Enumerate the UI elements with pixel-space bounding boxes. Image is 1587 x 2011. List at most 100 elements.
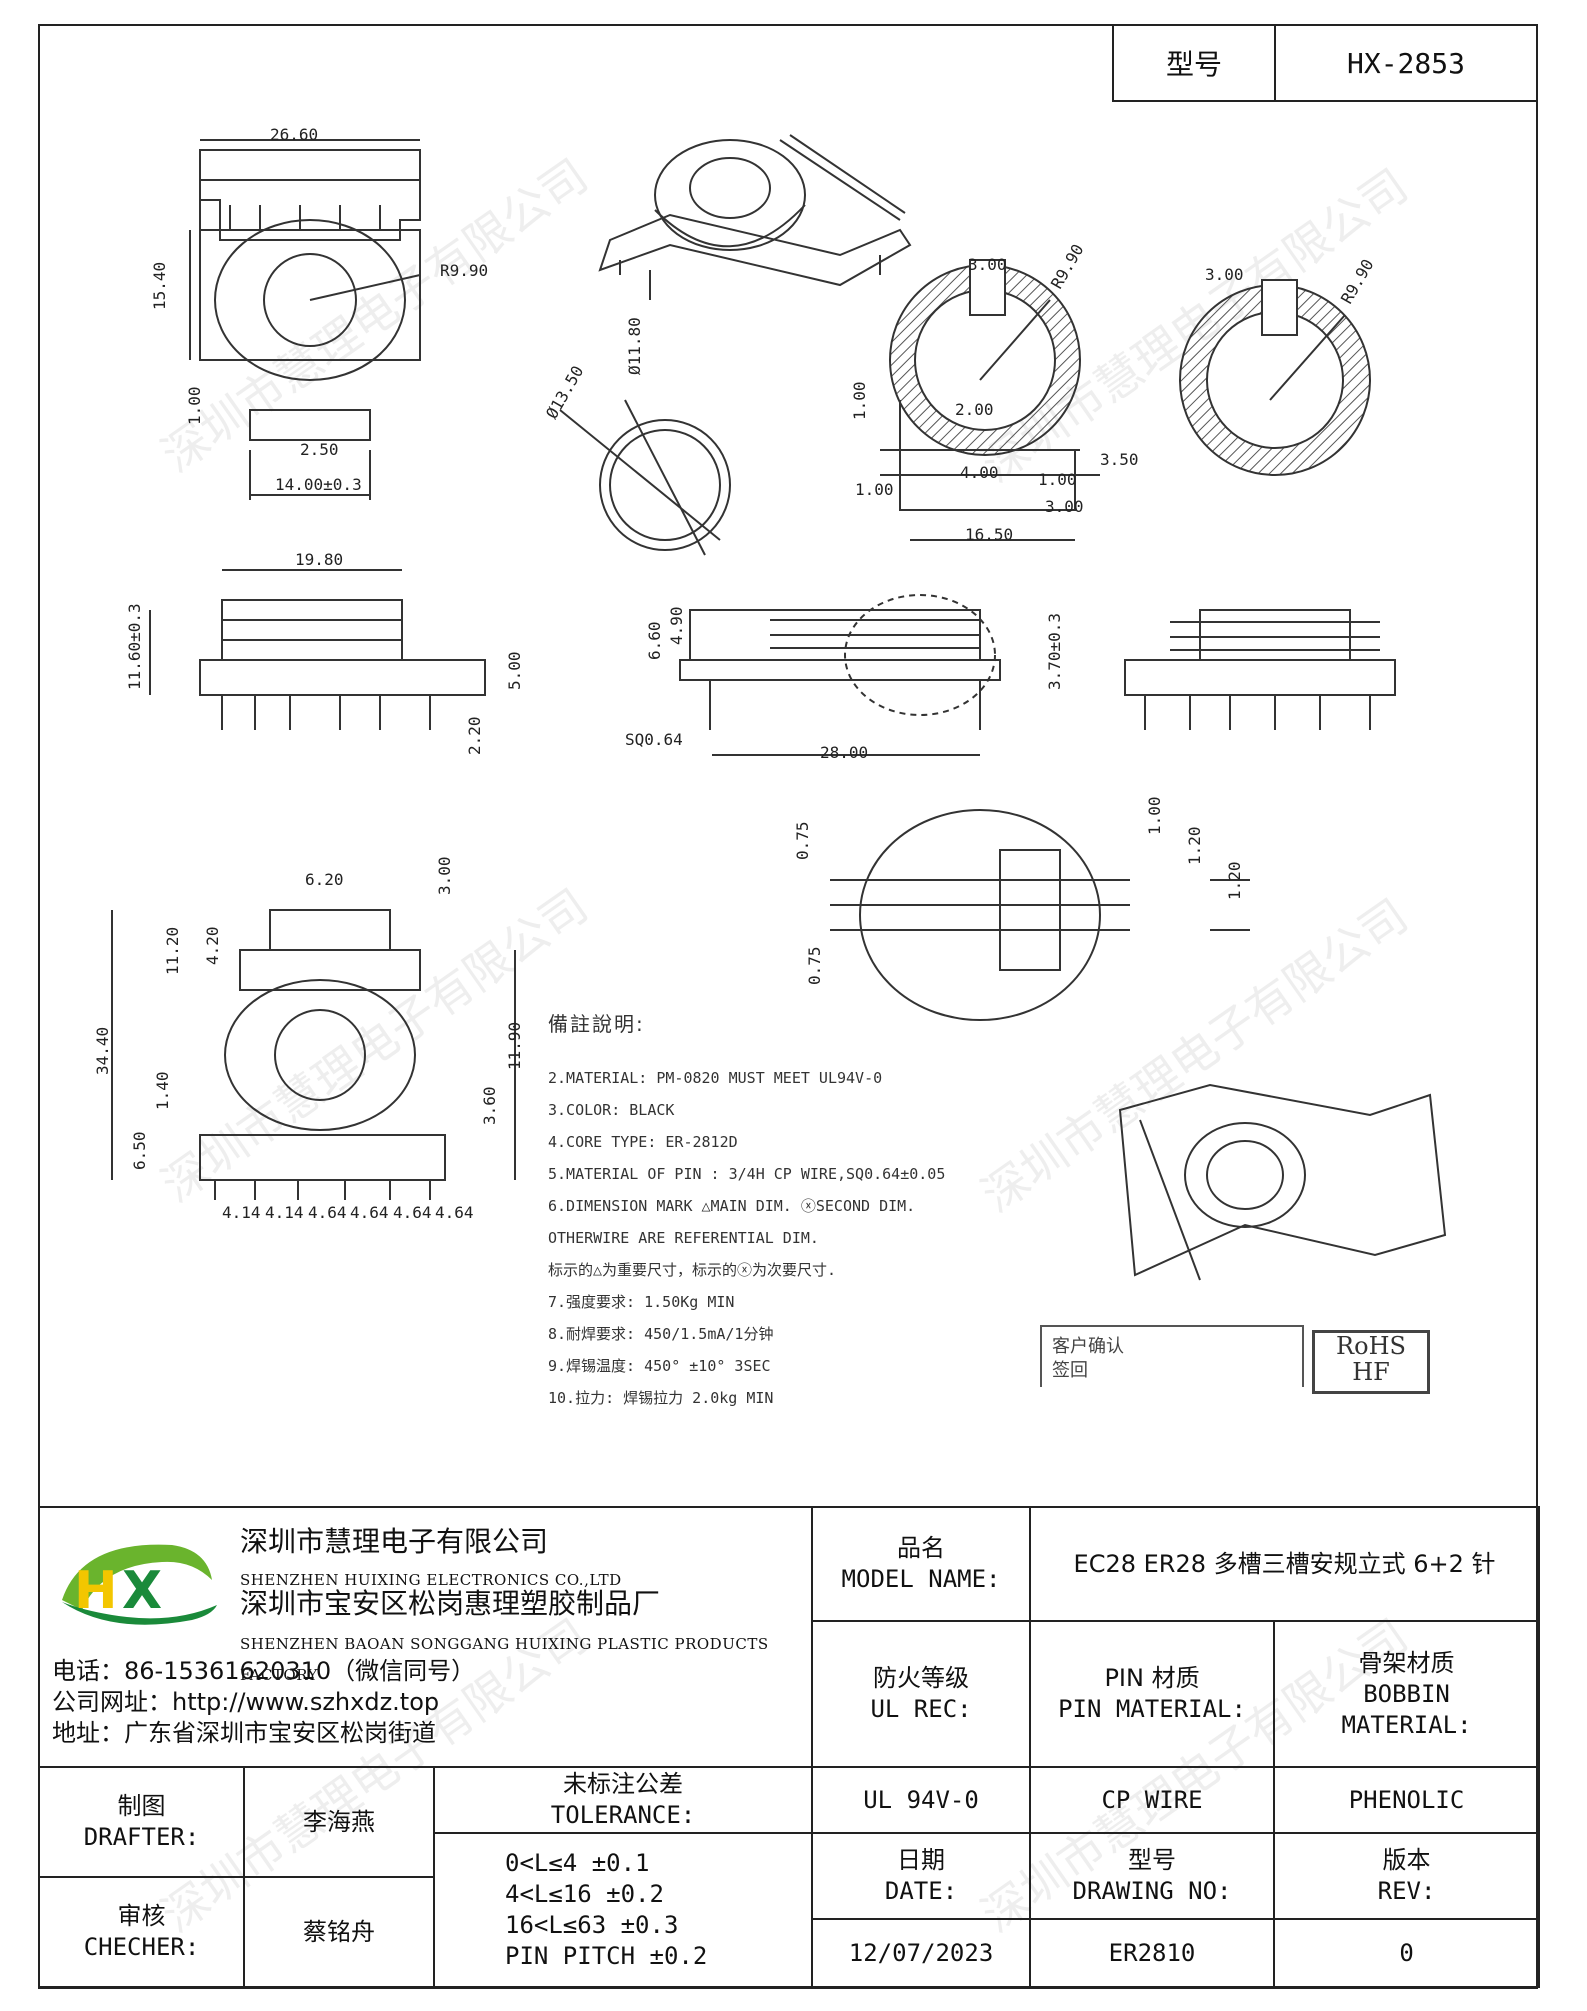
customer-sign-label: 签回 xyxy=(1052,1360,1088,1381)
dim-h140: 1.40 xyxy=(153,1071,172,1110)
dim-f075a: 0.75 xyxy=(793,821,812,860)
note-line: 8.耐焊要求: 450/1.5mA/1分钟 xyxy=(548,1325,774,1343)
rohs-stamp: RoHS HF xyxy=(1312,1330,1430,1394)
tolerance-cn: 未标注公差 xyxy=(563,1770,684,1798)
side-view-2 xyxy=(679,594,1001,756)
dim-r3: R9.90 xyxy=(1337,256,1378,307)
model-value: HX-2853 xyxy=(1346,46,1465,80)
dim-w1980: 19.80 xyxy=(295,550,343,569)
dim-h650: 6.50 xyxy=(130,1131,149,1170)
dim-f400: 4.00 xyxy=(960,463,999,482)
dim-f300: 3.00 xyxy=(1045,497,1084,516)
company-cn: 深圳市慧理电子有限公司 xyxy=(240,1525,549,1558)
top-view xyxy=(189,139,421,500)
dim-top-width: 26.60 xyxy=(270,125,318,144)
note-line: 标示的△为重要尺寸，标示的ⓧ为次要尺寸. xyxy=(548,1261,837,1279)
notes-title: 備註說明: xyxy=(548,1012,645,1036)
drafter-en: DRAFTER: xyxy=(83,1823,200,1851)
model-box: 型号 HX-2853 xyxy=(1112,24,1538,102)
factory-en: SHENZHEN BAOAN SONGGANG HUIXING PLASTIC … xyxy=(240,1635,769,1684)
side-view-3 xyxy=(1124,609,1396,730)
dim-dia2: Ø11.80 xyxy=(625,317,644,375)
pin-value: CP WIRE xyxy=(1029,1766,1276,1834)
tolerance-4: PIN PITCH ±0.2 xyxy=(505,1942,708,1970)
checker-cn: 审核 xyxy=(117,1902,166,1930)
dim-h220: 2.20 xyxy=(465,716,484,755)
model-name-value: EC28 ER28 多槽三槽安规立式 6+2 针 xyxy=(1029,1506,1541,1622)
dim-slot2: 3.00 xyxy=(1205,265,1244,284)
bobbin-en2: MATERIAL: xyxy=(1341,1710,1472,1739)
tolerance-3: 16<L≤63 ±0.3 xyxy=(505,1911,679,1939)
dim-slot: 3.00 xyxy=(968,255,1007,274)
iso-view-bottom xyxy=(1118,1083,1447,1281)
date-en: DATE: xyxy=(884,1877,958,1905)
title-block: H X 深圳市慧理电子有限公司 SHENZHEN HUIXING ELECTRO… xyxy=(37,1506,1541,1988)
company-info: H X 深圳市慧理电子有限公司 SHENZHEN HUIXING ELECTRO… xyxy=(37,1506,814,1768)
phone: 电话：86-15361620310（微信同号） xyxy=(52,1657,476,1685)
note-line: 6.DIMENSION MARK △MAIN DIM. ⓧSECOND DIM. xyxy=(548,1197,916,1215)
checker-en: CHECHER: xyxy=(83,1933,200,1961)
tolerance-en: TOLERANCE: xyxy=(550,1801,696,1829)
date-value: 12/07/2023 xyxy=(811,1918,1032,1988)
dim-bottom: 14.00±0.3 xyxy=(275,475,362,494)
dim-w620: 6.20 xyxy=(305,870,344,889)
dim-f100c: 1.00 xyxy=(1038,470,1077,489)
dim-h500: 5.00 xyxy=(505,651,524,690)
dim-h370: 3.70±0.3 xyxy=(1045,613,1064,690)
website: 公司网址：http://www.szhxdz.top xyxy=(52,1688,440,1716)
ul-value: UL 94V-0 xyxy=(811,1766,1032,1834)
drawing-en: DRAWING NO: xyxy=(1072,1877,1232,1905)
drawing-value: ER2810 xyxy=(1029,1918,1276,1988)
address: 地址：广东省深圳市宝安区松岗街道 xyxy=(52,1719,436,1747)
dim-f350: 3.50 xyxy=(1100,450,1139,469)
dim-sq: SQ0.64 xyxy=(625,730,683,749)
model-name-cn: 品名 xyxy=(897,1534,946,1562)
note-line: 9.焊锡温度: 450° ±10° 3SEC xyxy=(548,1357,771,1375)
model-name-text: EC28 ER28 多槽三槽安规立式 6+2 针 xyxy=(1073,1549,1496,1578)
dim-h360: 3.60 xyxy=(480,1086,499,1125)
notes-block: 備註說明: 2.MATERIAL: PM-0820 MUST MEET UL94… xyxy=(548,1008,1088,1414)
dim-f100a: 1.00 xyxy=(850,381,869,420)
dim-h1190: 11.90 xyxy=(505,1022,524,1070)
model-label: 型号 xyxy=(1114,26,1276,100)
dim-height-left: 15.40 xyxy=(150,262,169,310)
svg-text:H: H xyxy=(74,1561,118,1621)
drafter-name: 李海燕 xyxy=(243,1766,435,1878)
iso-view-top xyxy=(598,134,912,300)
dim-1: 1.00 xyxy=(185,386,204,425)
dim-h1160: 11.60±0.3 xyxy=(125,603,144,690)
company-logo: H X xyxy=(62,1544,217,1625)
bobbin-cn: 骨架材质 xyxy=(1358,1648,1455,1677)
drafter-label-cell: 制图 DRAFTER: xyxy=(38,1766,245,1878)
pin-cn: PIN 材质 xyxy=(1104,1664,1200,1692)
dim-pitch-4: 4.64 xyxy=(350,1203,389,1222)
note-line: 7.强度要求: 1.50Kg MIN xyxy=(548,1293,735,1311)
rev-en: REV: xyxy=(1377,1877,1436,1905)
dim-f100b: 1.00 xyxy=(855,480,894,499)
dim-h490: 4.90 xyxy=(667,606,686,645)
customer-confirm-box: 客户确认签回 xyxy=(1040,1325,1304,1387)
tolerance-values: 0<L≤4 ±0.1 4<L≤16 ±0.2 16<L≤63 ±0.3 PIN … xyxy=(432,1832,814,1988)
section-circle xyxy=(559,399,731,556)
detail-view xyxy=(830,809,1250,1021)
drafter-cn: 制图 xyxy=(117,1792,166,1820)
dim-r2: R9.90 xyxy=(1047,241,1088,292)
technical-drawing: 26.60 R9.90 15.40 1.00 2.50 14.00±0.3 Ø1… xyxy=(93,125,1447,1281)
dim-w2800: 28.00 xyxy=(820,743,868,762)
dim-2: 2.50 xyxy=(300,440,339,459)
svg-text:X: X xyxy=(122,1561,162,1621)
rev-value: 0 xyxy=(1273,1918,1541,1988)
dim-f100d: 1.00 xyxy=(1145,796,1164,835)
dim-f120a: 1.20 xyxy=(1185,826,1204,865)
dim-h1120: 11.20 xyxy=(163,927,182,975)
dim-f075b: 0.75 xyxy=(805,946,824,985)
section-ring-2 xyxy=(1179,279,1371,476)
dim-wall: 2.00 xyxy=(955,400,994,419)
note-line: 4.CORE TYPE: ER-2812D xyxy=(548,1133,738,1151)
